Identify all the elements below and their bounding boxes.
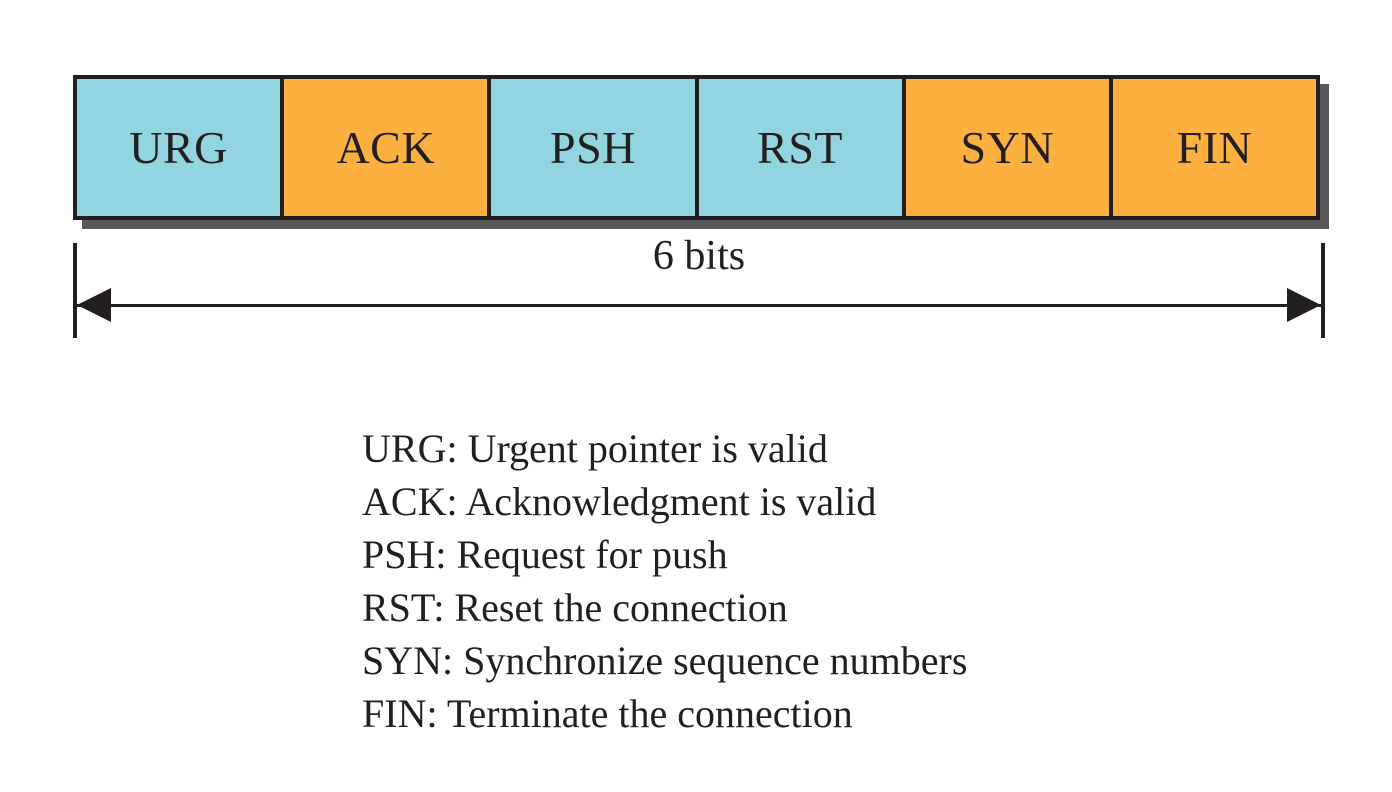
legend-line-rst: RST: Reset the connection	[362, 585, 788, 630]
flag-cell-syn[interactable]: SYN	[905, 79, 1113, 216]
flag-cell-label-syn: SYN	[960, 121, 1055, 173]
flag-bar-cells: URG ACK PSH RST SYN FIN	[73, 75, 1320, 220]
flag-cell-label-urg: URG	[129, 121, 228, 173]
arrow-right-icon	[1287, 288, 1321, 322]
flag-cell-psh[interactable]: PSH	[491, 79, 699, 216]
legend-line-urg: URG: Urgent pointer is valid	[362, 426, 828, 471]
dimension-tick-left	[73, 243, 77, 338]
flag-cell-label-psh: PSH	[549, 121, 636, 173]
dimension-annotation: 6 bits	[73, 235, 1325, 338]
flag-cell-label-fin: FIN	[1176, 121, 1253, 173]
flag-bar: URG ACK PSH RST SYN FIN	[73, 75, 1329, 229]
legend-line-psh: PSH: Request for push	[362, 532, 728, 577]
flag-cell-urg[interactable]: URG	[77, 79, 285, 216]
legend-line-fin: FIN: Terminate the connection	[362, 691, 853, 736]
dimension-label: 6 bits	[652, 233, 746, 279]
flag-cell-ack[interactable]: ACK	[284, 79, 492, 216]
legend-line-syn: SYN: Synchronize sequence numbers	[362, 638, 968, 683]
flag-cell-fin[interactable]: FIN	[1112, 79, 1317, 216]
flag-cell-label-rst: RST	[757, 121, 844, 173]
legend-line-ack: ACK: Acknowledgment is valid	[362, 479, 877, 524]
flag-cell-rst[interactable]: RST	[698, 79, 906, 216]
flag-cell-label-ack: ACK	[336, 121, 436, 173]
legend: URG: Urgent pointer is valid ACK: Acknow…	[362, 422, 967, 740]
arrow-left-icon	[77, 288, 111, 322]
dimension-arrow-line	[77, 304, 1321, 307]
dimension-tick-right	[1321, 243, 1325, 338]
